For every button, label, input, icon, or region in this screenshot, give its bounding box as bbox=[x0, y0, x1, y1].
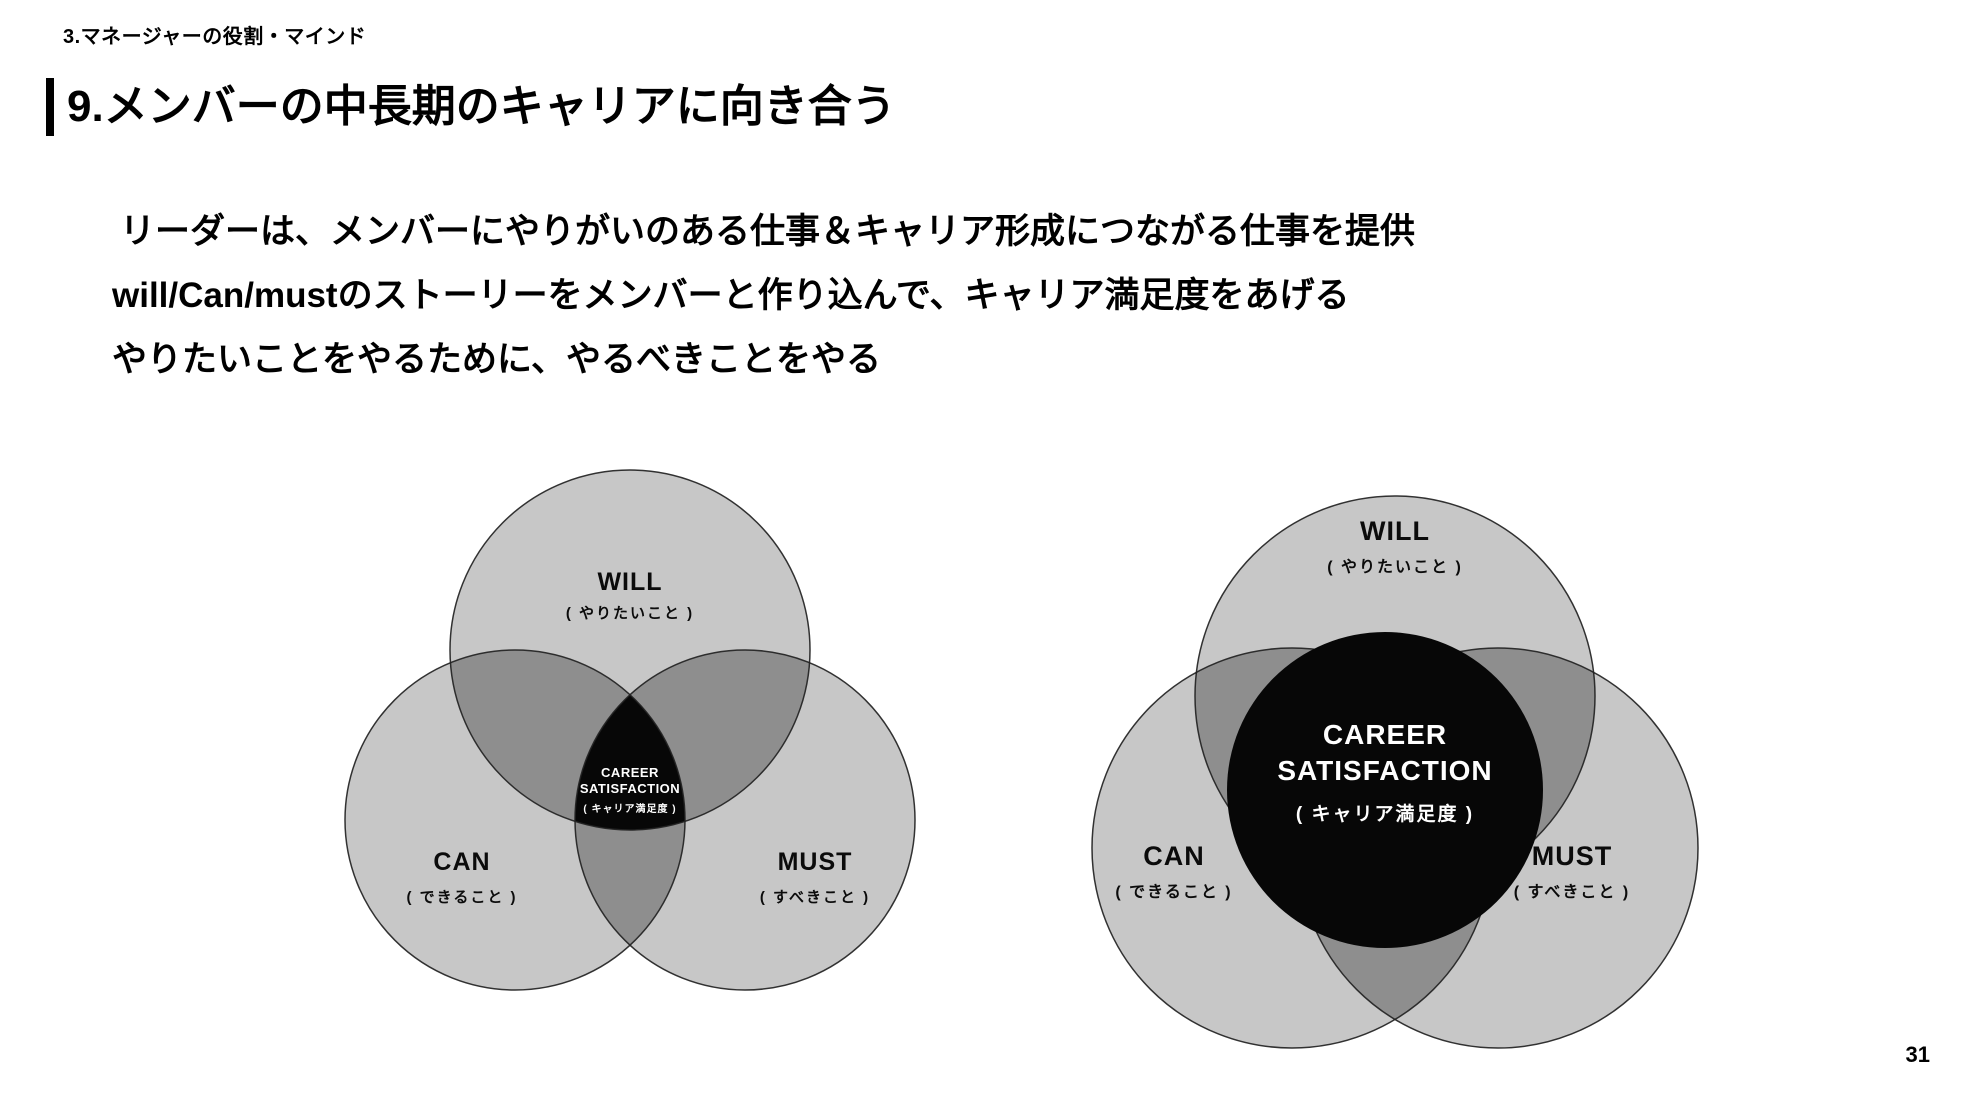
will-circle-outline bbox=[449, 469, 811, 831]
career-satisfaction-circle bbox=[1227, 632, 1543, 948]
venn-diagram-left: WILL ( やりたいこと ) CAN ( できること ) MUST ( すべき… bbox=[344, 469, 916, 991]
must-sublabel: ( すべきこと ) bbox=[760, 889, 870, 906]
title-accent-bar bbox=[46, 78, 54, 136]
will-sublabel: ( やりたいこと ) bbox=[1327, 558, 1463, 576]
can-sublabel: ( できること ) bbox=[1115, 883, 1232, 901]
will-label: WILL bbox=[1360, 516, 1430, 546]
can-label: CAN bbox=[1143, 841, 1205, 871]
center-label-line1: CAREER bbox=[601, 765, 659, 780]
must-label: MUST bbox=[778, 848, 853, 876]
page-number: 31 bbox=[1905, 1042, 1930, 1067]
title-row: 9.メンバーの中長期のキャリアに向き合う bbox=[46, 78, 896, 136]
body-line-1: リーダーは、メンバーにやりがいのある仕事＆キャリア形成につながる仕事を提供 bbox=[120, 212, 1416, 251]
will-must-overlap bbox=[575, 650, 810, 830]
section-header: 3.マネージャーの役割・マインド bbox=[63, 26, 367, 48]
center-label-line2: SATISFACTION bbox=[1277, 755, 1492, 786]
body-line-2: will/Can/mustのストーリーをメンバーと作り込んで、キャリア満足度をあ… bbox=[112, 276, 1350, 315]
must-label: MUST bbox=[1532, 841, 1613, 871]
must-sublabel: ( すべきこと ) bbox=[1514, 883, 1630, 901]
center-label-line2: SATISFACTION bbox=[580, 781, 680, 796]
center-label-line1: CAREER bbox=[1323, 719, 1447, 750]
body-text: リーダーは、メンバーにやりがいのある仕事＆キャリア形成につながる仕事を提供 wi… bbox=[112, 200, 1415, 392]
venn-diagram-right: WILL ( やりたいこと ) CAN ( できること ) MUST ( すべき… bbox=[1091, 495, 1699, 1049]
page-title: 9.メンバーの中長期のキャリアに向き合う bbox=[67, 82, 896, 131]
will-label: WILL bbox=[597, 568, 662, 596]
center-sublabel: ( キャリア満足度 ) bbox=[583, 802, 676, 815]
center-sublabel: ( キャリア満足度 ) bbox=[1296, 802, 1474, 825]
will-sublabel: ( やりたいこと ) bbox=[566, 605, 694, 622]
must-circle-outline bbox=[574, 649, 916, 991]
body-line-3: やりたいことをやるために、やるべきことをやる bbox=[112, 340, 881, 379]
will-can-overlap bbox=[450, 650, 685, 830]
can-circle-outline bbox=[344, 649, 686, 991]
can-label: CAN bbox=[433, 848, 490, 876]
can-sublabel: ( できること ) bbox=[406, 889, 517, 906]
